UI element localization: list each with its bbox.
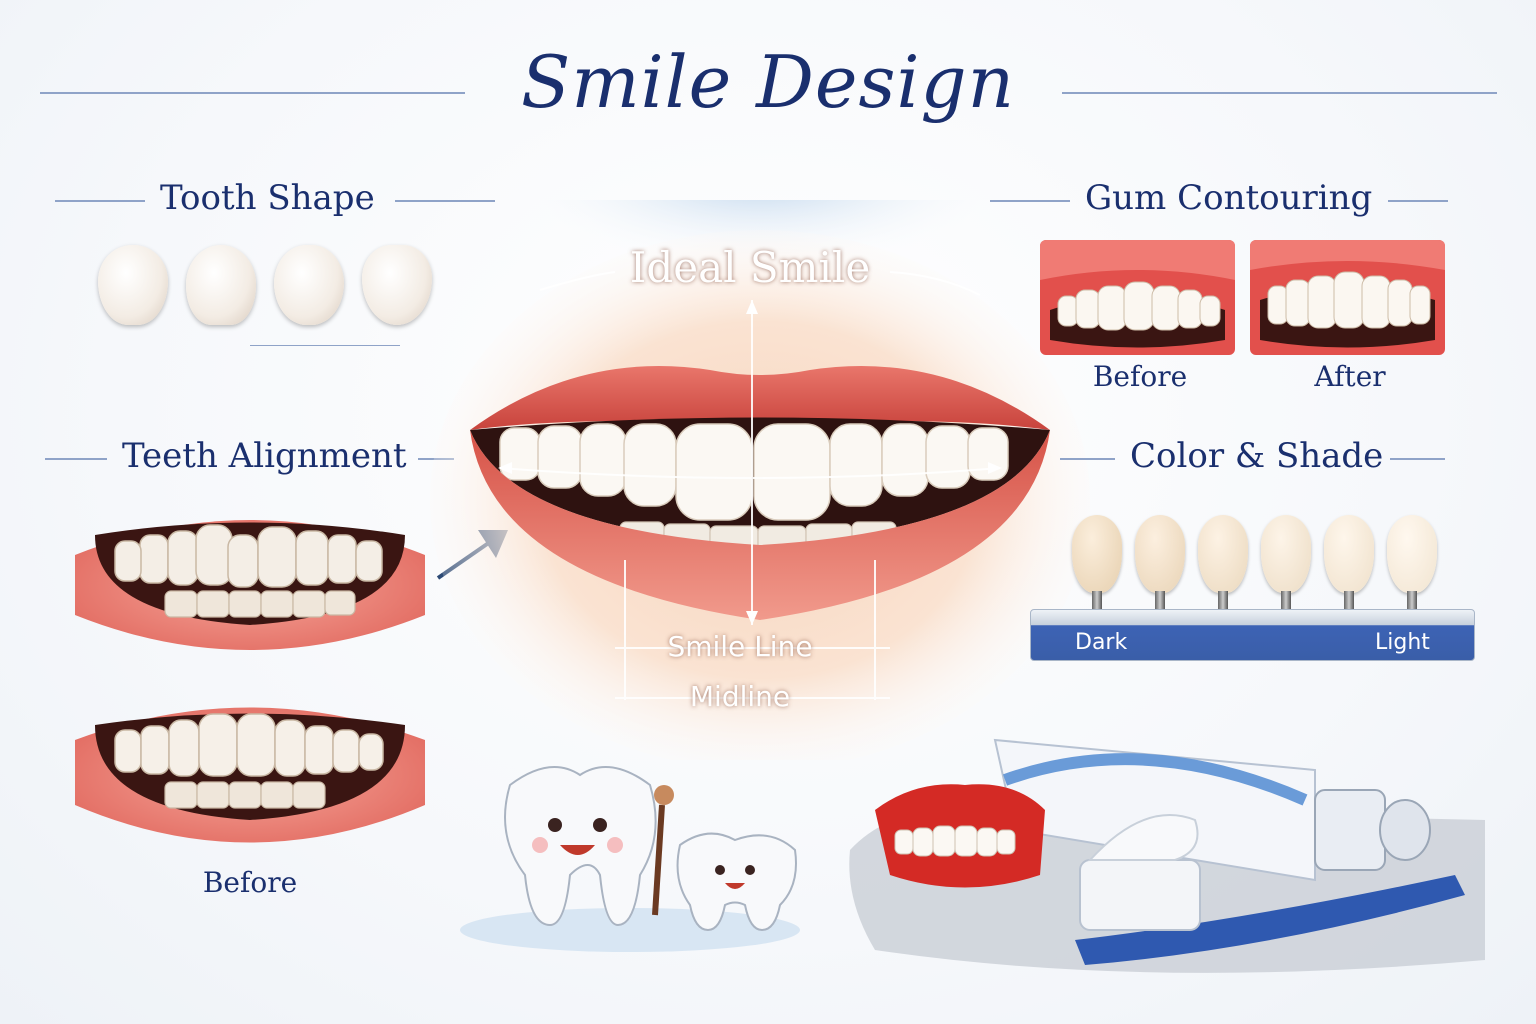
tooth-shape-oval xyxy=(274,245,344,325)
shade-dark-label: Dark xyxy=(1075,630,1128,655)
aligned-teeth-photo xyxy=(75,707,425,843)
shade-tab-3 xyxy=(1198,515,1248,593)
tooth-shape-samples xyxy=(98,245,448,335)
gum-before-label: Before xyxy=(1092,360,1188,393)
alignment-before-label: Before xyxy=(202,866,298,899)
tooth-shape-rule-right xyxy=(395,200,495,202)
alignment-rule-left xyxy=(45,458,107,460)
shade-tab-1 xyxy=(1072,515,1122,593)
dental-care-products xyxy=(849,738,1485,973)
tooth-shape-tapered xyxy=(362,245,432,325)
tooth-shape-heading: Tooth Shape xyxy=(160,178,375,218)
page-title: Smile Design xyxy=(521,40,1015,124)
smile-line-label: Smile Line xyxy=(667,630,813,663)
shade-tab-2 xyxy=(1135,515,1185,593)
tooth-shape-square xyxy=(98,245,168,325)
title-rule-left xyxy=(40,92,465,94)
ideal-smile-illustration xyxy=(430,200,1090,760)
gum-rule-left xyxy=(990,200,1070,202)
gum-rule-right xyxy=(1388,200,1448,202)
midline-label: Midline xyxy=(689,680,791,713)
misaligned-teeth-photo xyxy=(75,520,425,650)
gum-before-photo xyxy=(1040,240,1235,355)
gum-after-label: After xyxy=(1314,360,1386,393)
shade-rule-left xyxy=(1060,458,1115,460)
teeth-alignment-heading: Teeth Alignment xyxy=(122,436,407,476)
shade-bar xyxy=(1030,609,1475,661)
tooth-shape-divider xyxy=(250,345,400,346)
shade-tab-6 xyxy=(1387,515,1437,593)
shade-guide: Dark Light xyxy=(1030,515,1475,665)
tooth-shape-rounded xyxy=(186,245,256,325)
gum-contouring-heading: Gum Contouring xyxy=(1085,178,1373,218)
gum-after-photo xyxy=(1250,240,1445,355)
title-rule-right xyxy=(1062,92,1497,94)
tooth-shape-rule-left xyxy=(55,200,145,202)
color-shade-heading: Color & Shade xyxy=(1130,436,1384,476)
cartoon-teeth-mascots xyxy=(460,766,800,952)
shade-rule-right xyxy=(1390,458,1445,460)
shade-light-label: Light xyxy=(1375,630,1430,655)
shade-tab-4 xyxy=(1261,515,1311,593)
ideal-smile-label: Ideal Smile xyxy=(629,243,871,292)
shade-tab-5 xyxy=(1324,515,1374,593)
